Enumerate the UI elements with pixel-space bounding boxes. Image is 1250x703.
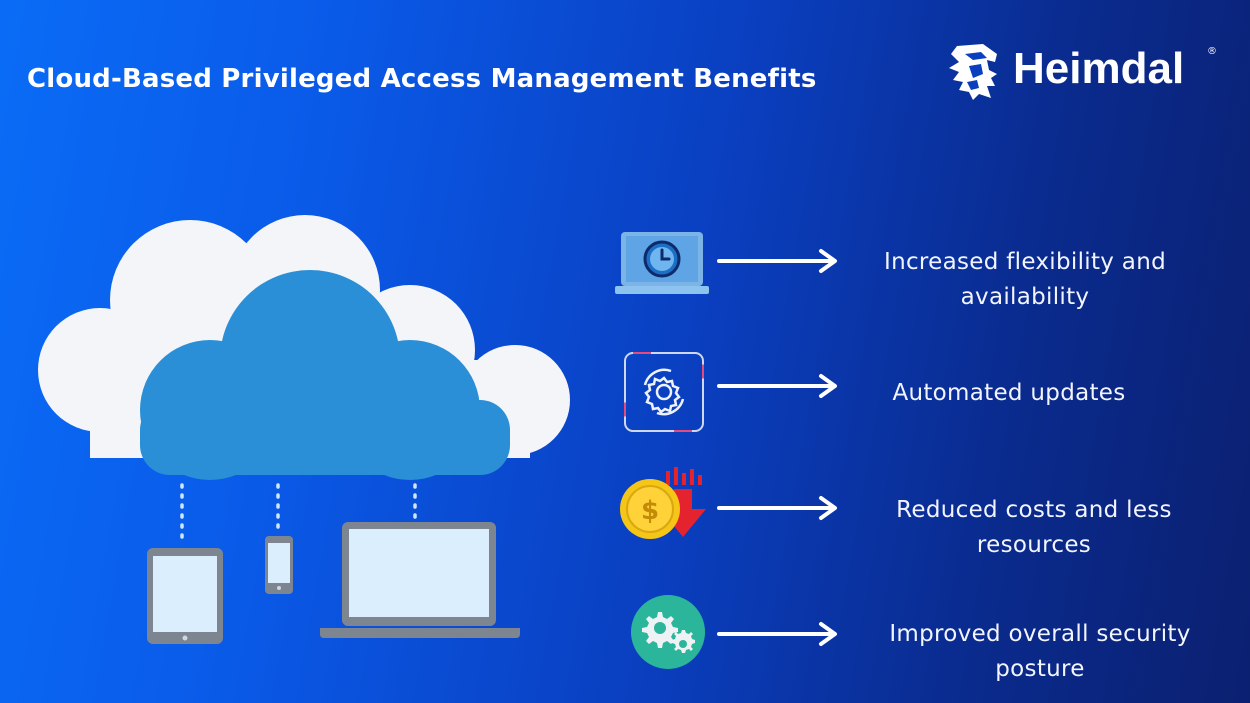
- arrow-icon: [717, 249, 837, 273]
- laptop-clock-icon: [615, 232, 709, 294]
- page-title: Cloud-Based Privileged Access Management…: [27, 64, 817, 94]
- benefit-label-updates: Automated updates: [892, 380, 1126, 406]
- arrow-icon: [717, 622, 837, 646]
- benefit-label-flexibility: Increased flexibility and availability: [884, 249, 1166, 310]
- registered-mark: ®: [1207, 46, 1217, 57]
- connection-lines: [180, 483, 417, 542]
- tablet-icon: [147, 548, 223, 644]
- coin-down-arrow-icon: $: [620, 467, 706, 539]
- cloud-devices-illustration: [38, 215, 570, 644]
- brand-name: Heimdal: [1013, 44, 1185, 93]
- benefit-label-security: Improved overall security posture: [889, 621, 1191, 682]
- laptop-icon: [320, 522, 520, 638]
- heimdal-logo: Heimdal ®: [943, 40, 1223, 104]
- phone-icon: [265, 536, 293, 594]
- arrow-icon: [717, 374, 837, 398]
- gears-circle-icon: [631, 595, 705, 669]
- svg-text:$: $: [641, 496, 659, 526]
- gear-refresh-icon: [624, 352, 704, 432]
- warrior-head-icon: [949, 44, 997, 100]
- benefit-label-costs: Reduced costs and less resources: [896, 497, 1172, 558]
- front-cloud: [140, 270, 510, 480]
- arrow-icon: [717, 496, 837, 520]
